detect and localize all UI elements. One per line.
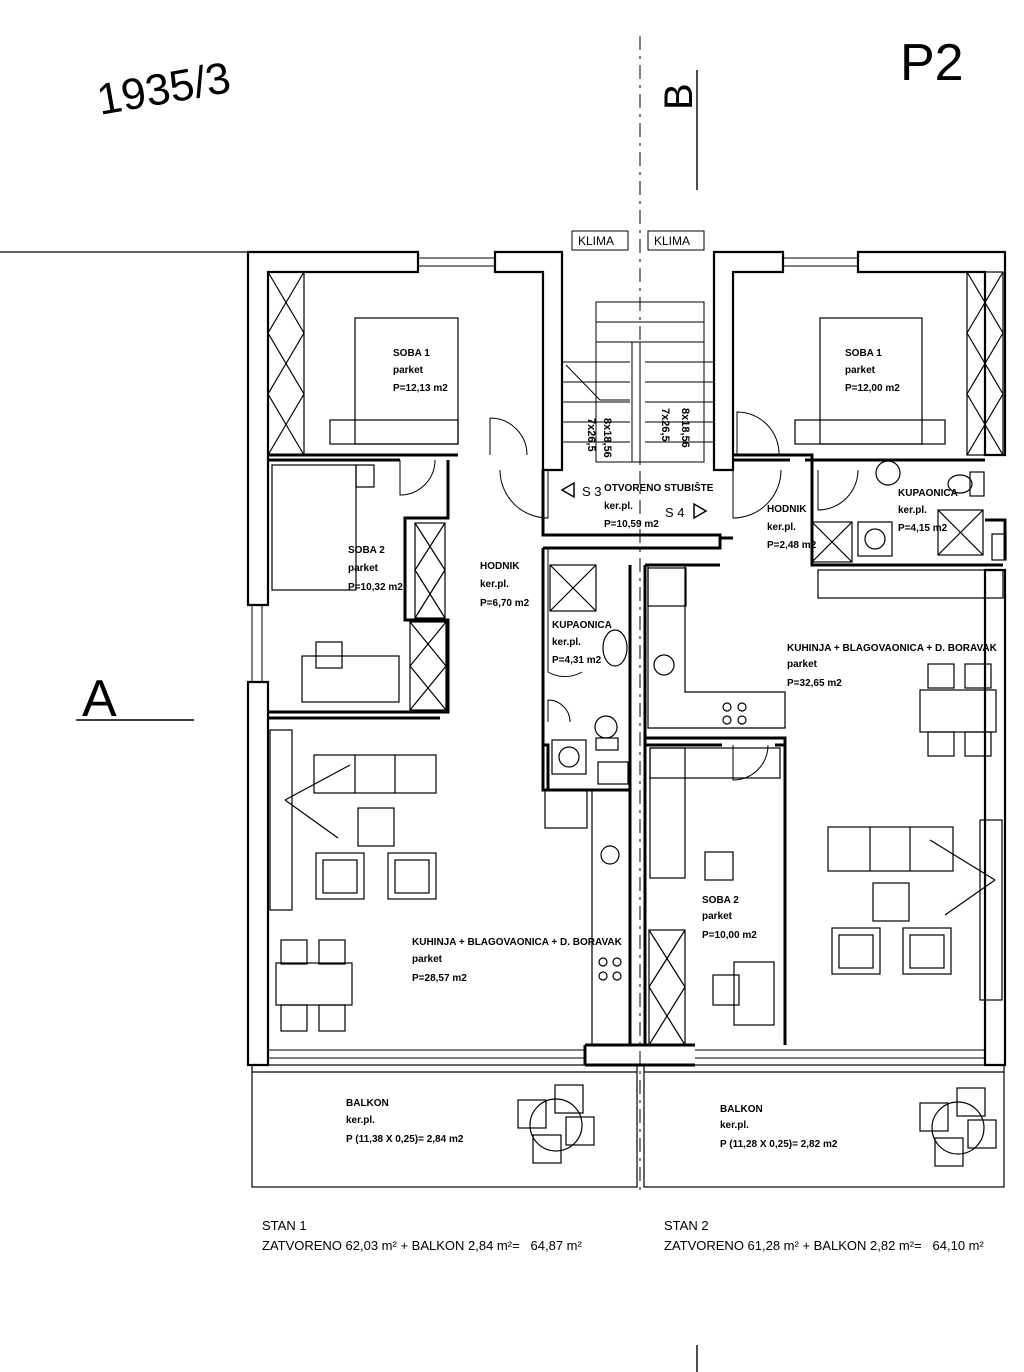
svg-text:P=12,00 m2: P=12,00 m2 bbox=[845, 383, 900, 394]
stair-steps-left-2: 7x26,5 bbox=[585, 418, 597, 452]
floor-label: P2 bbox=[900, 34, 964, 92]
svg-text:P=10,00 m2: P=10,00 m2 bbox=[702, 930, 757, 941]
room-label-flat2-soba1: SOBA 1 parket P=12,00 m2 bbox=[845, 348, 900, 394]
section-b-label: B bbox=[657, 83, 701, 110]
stair-steps-right-2: 7x26,5 bbox=[659, 408, 671, 442]
section-lines bbox=[0, 36, 698, 1372]
svg-text:P=2,48 m2: P=2,48 m2 bbox=[767, 540, 817, 551]
svg-text:S 3: S 3 bbox=[582, 484, 602, 499]
svg-text:BALKON: BALKON bbox=[720, 1104, 763, 1115]
svg-text:SOBA 2: SOBA 2 bbox=[702, 895, 739, 906]
stair-steps-left-1: 8x18,56 bbox=[601, 418, 613, 458]
svg-text:ker.pl.: ker.pl. bbox=[552, 637, 581, 648]
svg-text:P=12,13 m2: P=12,13 m2 bbox=[393, 383, 448, 394]
svg-text:ker.pl.: ker.pl. bbox=[767, 522, 796, 533]
room-label-flat2-kuhinja: KUHINJA + BLAGOVAONICA + D. BORAVAK park… bbox=[787, 643, 998, 689]
room-label-flat1-soba1: SOBA 1 parket P=12,13 m2 bbox=[393, 348, 448, 394]
staircase bbox=[562, 301, 714, 463]
stan1-summary: STAN 1 ZATVORENO 62,03 m² + BALKON 2,84 … bbox=[262, 1216, 582, 1256]
svg-text:P=32,65 m2: P=32,65 m2 bbox=[787, 678, 842, 689]
stan1-detail: ZATVORENO 62,03 m² + BALKON 2,84 m²= 64,… bbox=[262, 1238, 582, 1253]
svg-text:KUPAONICA: KUPAONICA bbox=[552, 620, 612, 631]
room-label-flat2-balkon: BALKON ker.pl. P (11,28 X 0,25)= 2,82 m2 bbox=[720, 1104, 838, 1150]
wardrobes bbox=[267, 271, 1004, 1046]
svg-text:HODNIK: HODNIK bbox=[480, 561, 520, 572]
room-label-flat1-hodnik: HODNIK ker.pl. P=6,70 m2 bbox=[480, 561, 530, 609]
svg-text:OTVORENO STUBIŠTE: OTVORENO STUBIŠTE bbox=[604, 481, 714, 494]
svg-text:parket: parket bbox=[845, 365, 876, 376]
svg-text:S 4: S 4 bbox=[665, 505, 685, 520]
svg-text:P=28,57 m2: P=28,57 m2 bbox=[412, 973, 467, 984]
svg-text:KUHINJA + BLAGOVAONICA + D. BO: KUHINJA + BLAGOVAONICA + D. BORAVAK bbox=[787, 643, 998, 654]
stan1-title: STAN 1 bbox=[262, 1218, 307, 1233]
room-label-flat2-soba2: SOBA 2 parket P=10,00 m2 bbox=[702, 895, 757, 941]
klima-label-right: KLIMA bbox=[654, 234, 690, 248]
exterior-walls bbox=[246, 250, 1007, 1067]
stair-steps-right-1: 8x18,56 bbox=[679, 408, 691, 448]
svg-text:parket: parket bbox=[787, 659, 818, 670]
plot-number: 1935/3 bbox=[93, 53, 234, 125]
svg-text:P=6,70 m2: P=6,70 m2 bbox=[480, 598, 530, 609]
svg-text:parket: parket bbox=[412, 954, 443, 965]
svg-text:ker.pl.: ker.pl. bbox=[480, 579, 509, 590]
svg-text:parket: parket bbox=[348, 563, 379, 574]
windows bbox=[251, 257, 985, 1059]
svg-text:ker.pl.: ker.pl. bbox=[898, 505, 927, 516]
svg-text:SOBA 1: SOBA 1 bbox=[393, 348, 430, 359]
klima-boxes: KLIMA KLIMA bbox=[571, 230, 705, 251]
furniture bbox=[269, 317, 1007, 1046]
svg-text:P=4,31 m2: P=4,31 m2 bbox=[552, 655, 602, 666]
svg-text:KUHINJA + BLAGOVAONICA + D. BO: KUHINJA + BLAGOVAONICA + D. BORAVAK bbox=[412, 937, 623, 948]
stair-marker-s3: S 3 bbox=[560, 481, 602, 499]
stair-marker-s4: S 4 bbox=[665, 502, 708, 520]
klima-label-left: KLIMA bbox=[578, 234, 614, 248]
balconies bbox=[251, 1064, 1005, 1188]
room-label-flat1-kuhinja: KUHINJA + BLAGOVAONICA + D. BORAVAK park… bbox=[412, 937, 623, 984]
svg-text:ker.pl.: ker.pl. bbox=[604, 501, 633, 512]
svg-text:KUPAONICA: KUPAONICA bbox=[898, 488, 958, 499]
room-label-flat1-soba2: SOBA 2 parket P=10,32 m2 bbox=[348, 545, 403, 593]
svg-text:P=10,32 m2: P=10,32 m2 bbox=[348, 582, 403, 593]
svg-text:ker.pl.: ker.pl. bbox=[720, 1120, 749, 1131]
room-label-stairwell: OTVORENO STUBIŠTE ker.pl. P=10,59 m2 bbox=[604, 481, 714, 530]
room-label-flat2-hodnik: HODNIK ker.pl. P=2,48 m2 bbox=[767, 504, 817, 551]
svg-text:P=4,15 m2: P=4,15 m2 bbox=[898, 523, 948, 534]
room-label-flat2-kupaonica: KUPAONICA ker.pl. P=4,15 m2 bbox=[898, 488, 958, 534]
svg-text:SOBA 2: SOBA 2 bbox=[348, 545, 385, 556]
svg-text:P (11,38 X 0,25)= 2,84 m2: P (11,38 X 0,25)= 2,84 m2 bbox=[346, 1134, 464, 1145]
doors bbox=[399, 411, 859, 781]
svg-text:HODNIK: HODNIK bbox=[767, 504, 807, 515]
svg-text:P=10,59 m2: P=10,59 m2 bbox=[604, 519, 659, 530]
section-a-label: A bbox=[82, 670, 117, 728]
stan2-summary: STAN 2 ZATVORENO 61,28 m² + BALKON 2,82 … bbox=[664, 1216, 984, 1256]
stan2-title: STAN 2 bbox=[664, 1218, 709, 1233]
svg-text:SOBA 1: SOBA 1 bbox=[845, 348, 882, 359]
svg-text:P (11,28 X 0,25)= 2,82 m2: P (11,28 X 0,25)= 2,82 m2 bbox=[720, 1139, 838, 1150]
room-label-flat1-balkon: BALKON ker.pl. P (11,38 X 0,25)= 2,84 m2 bbox=[346, 1098, 464, 1145]
svg-text:ker.pl.: ker.pl. bbox=[346, 1115, 375, 1126]
svg-text:BALKON: BALKON bbox=[346, 1098, 389, 1109]
stan2-detail: ZATVORENO 61,28 m² + BALKON 2,82 m²= 64,… bbox=[664, 1238, 984, 1253]
svg-text:parket: parket bbox=[393, 365, 424, 376]
room-label-flat1-kupaonica: KUPAONICA ker.pl. P=4,31 m2 bbox=[552, 620, 612, 666]
svg-text:parket: parket bbox=[702, 911, 733, 922]
